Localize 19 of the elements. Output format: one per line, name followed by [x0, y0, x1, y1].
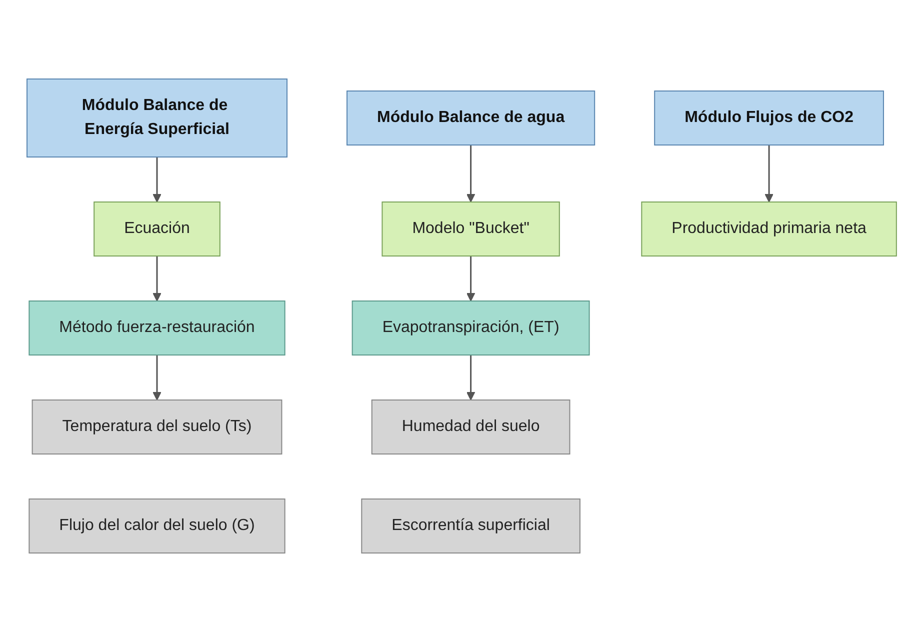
- node-box: Modelo "Bucket": [381, 202, 560, 256]
- node-box: Flujo del calor del suelo (G): [28, 498, 286, 554]
- arrow: [466, 355, 475, 400]
- node-box: Escorrentía superficial: [360, 498, 580, 554]
- arrow: [466, 256, 475, 302]
- node-box: Evapotranspiración, (ET): [352, 300, 590, 356]
- node-box: Módulo Balance de Energía Superficial: [26, 78, 288, 158]
- arrow: [466, 145, 475, 202]
- arrow: [152, 256, 162, 302]
- node-box: Temperatura del suelo (Ts): [32, 400, 282, 454]
- arrow: [152, 355, 162, 400]
- node-box: Módulo Balance de agua: [346, 90, 595, 146]
- node-box: Productividad primaria neta: [640, 202, 897, 256]
- arrow: [764, 145, 774, 202]
- node-box: Método fuerza-restauración: [28, 300, 286, 356]
- arrow: [152, 157, 162, 202]
- node-box: Módulo Flujos de CO2: [654, 90, 884, 146]
- node-box: Humedad del suelo: [371, 400, 570, 454]
- node-box: Ecuación: [93, 202, 220, 256]
